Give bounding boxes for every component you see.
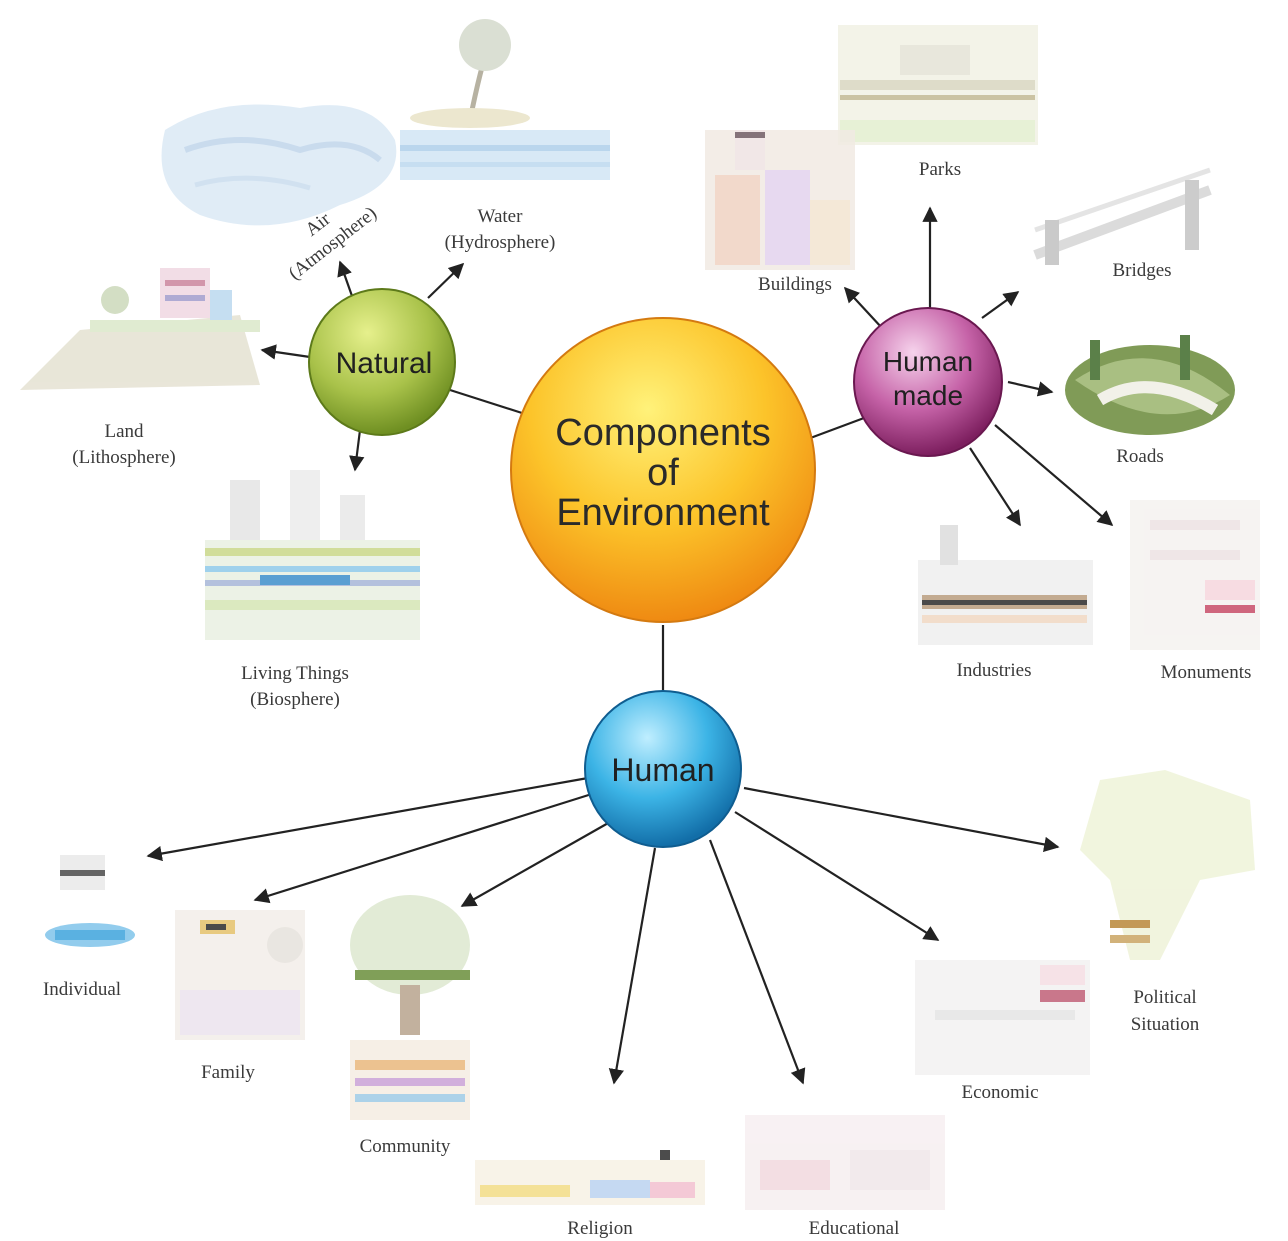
monuments-icon — [1130, 500, 1260, 650]
parks-label: Parks — [919, 159, 961, 180]
land-label: Land — [104, 421, 144, 442]
family-label: Family — [201, 1062, 255, 1083]
living-things-icon — [205, 470, 420, 640]
roads-icon — [1065, 335, 1235, 435]
religion-label: Religion — [567, 1218, 633, 1239]
center-title-line-2: of — [647, 452, 679, 494]
connectors — [146, 206, 1114, 1085]
educational-icon — [745, 1115, 945, 1210]
industries-icon — [918, 525, 1093, 645]
community-icon — [350, 895, 470, 1120]
water-sublabel: (Hydrosphere) — [445, 232, 556, 253]
parks-icon — [838, 25, 1038, 145]
living-things-label: Living Things — [241, 663, 349, 684]
educational-label: Educational — [809, 1218, 900, 1239]
center-node: Components of Environment — [510, 317, 816, 623]
economic-label: Economic — [961, 1082, 1038, 1103]
human-made-label-line-2: made — [893, 380, 963, 411]
human-label: Human — [611, 752, 714, 788]
buildings-label: Buildings — [758, 274, 832, 295]
religion-icon — [475, 1150, 705, 1205]
natural-node: Natural — [308, 288, 456, 436]
land-sublabel: (Lithosphere) — [72, 447, 175, 468]
water-label: Water — [478, 206, 524, 227]
center-title-line-1: Components — [555, 412, 770, 454]
industries-label: Industries — [957, 660, 1032, 681]
economic-icon — [915, 960, 1090, 1075]
air-icon — [161, 104, 397, 226]
living-things-sublabel: (Biosphere) — [250, 689, 340, 710]
buildings-icon — [705, 130, 855, 270]
land-icon — [20, 268, 260, 390]
monuments-label: Monuments — [1161, 662, 1252, 683]
roads-label: Roads — [1116, 446, 1164, 467]
political-label: Political — [1133, 987, 1196, 1008]
political-map-icon — [1080, 770, 1255, 960]
political-sublabel: Situation — [1131, 1014, 1200, 1035]
community-label: Community — [360, 1136, 451, 1157]
water-icon — [400, 19, 610, 180]
bridges-icon — [1033, 167, 1212, 265]
individual-icon — [45, 855, 135, 947]
family-icon — [175, 910, 305, 1040]
individual-label: Individual — [43, 979, 121, 1000]
human-made-node: Human made — [853, 307, 1003, 457]
center-title-line-3: Environment — [556, 492, 770, 534]
human-made-label-line-1: Human — [883, 346, 973, 377]
human-node: Human — [584, 690, 742, 848]
bridges-label: Bridges — [1112, 260, 1171, 281]
natural-label: Natural — [336, 347, 433, 380]
